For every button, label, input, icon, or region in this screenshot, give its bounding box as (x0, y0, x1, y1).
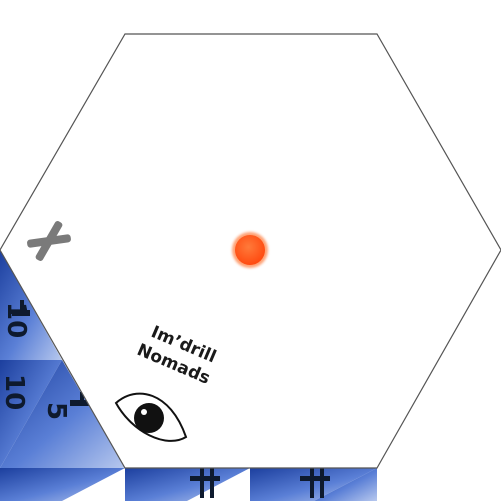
tile-value: 5 (41, 402, 71, 420)
tower-icon (12, 300, 330, 498)
tile-value: 10 (1, 302, 31, 338)
orange-dot-icon[interactable] (232, 232, 268, 268)
eye-icon[interactable] (114, 392, 188, 442)
adjacent-tile[interactable] (314, 468, 377, 501)
adjacent-tile[interactable] (125, 468, 250, 501)
tile-value: 10 (0, 374, 29, 410)
adjacent-tile[interactable] (0, 468, 125, 501)
tile-token-1: 10 (1, 302, 31, 338)
tile-token-3: 5 (41, 402, 71, 420)
tile-token-2: 10 (0, 374, 29, 410)
adjacent-tile[interactable] (0, 360, 125, 468)
adjacent-tiles-bottom (125, 468, 377, 501)
x-cross-icon[interactable] (24, 218, 73, 263)
